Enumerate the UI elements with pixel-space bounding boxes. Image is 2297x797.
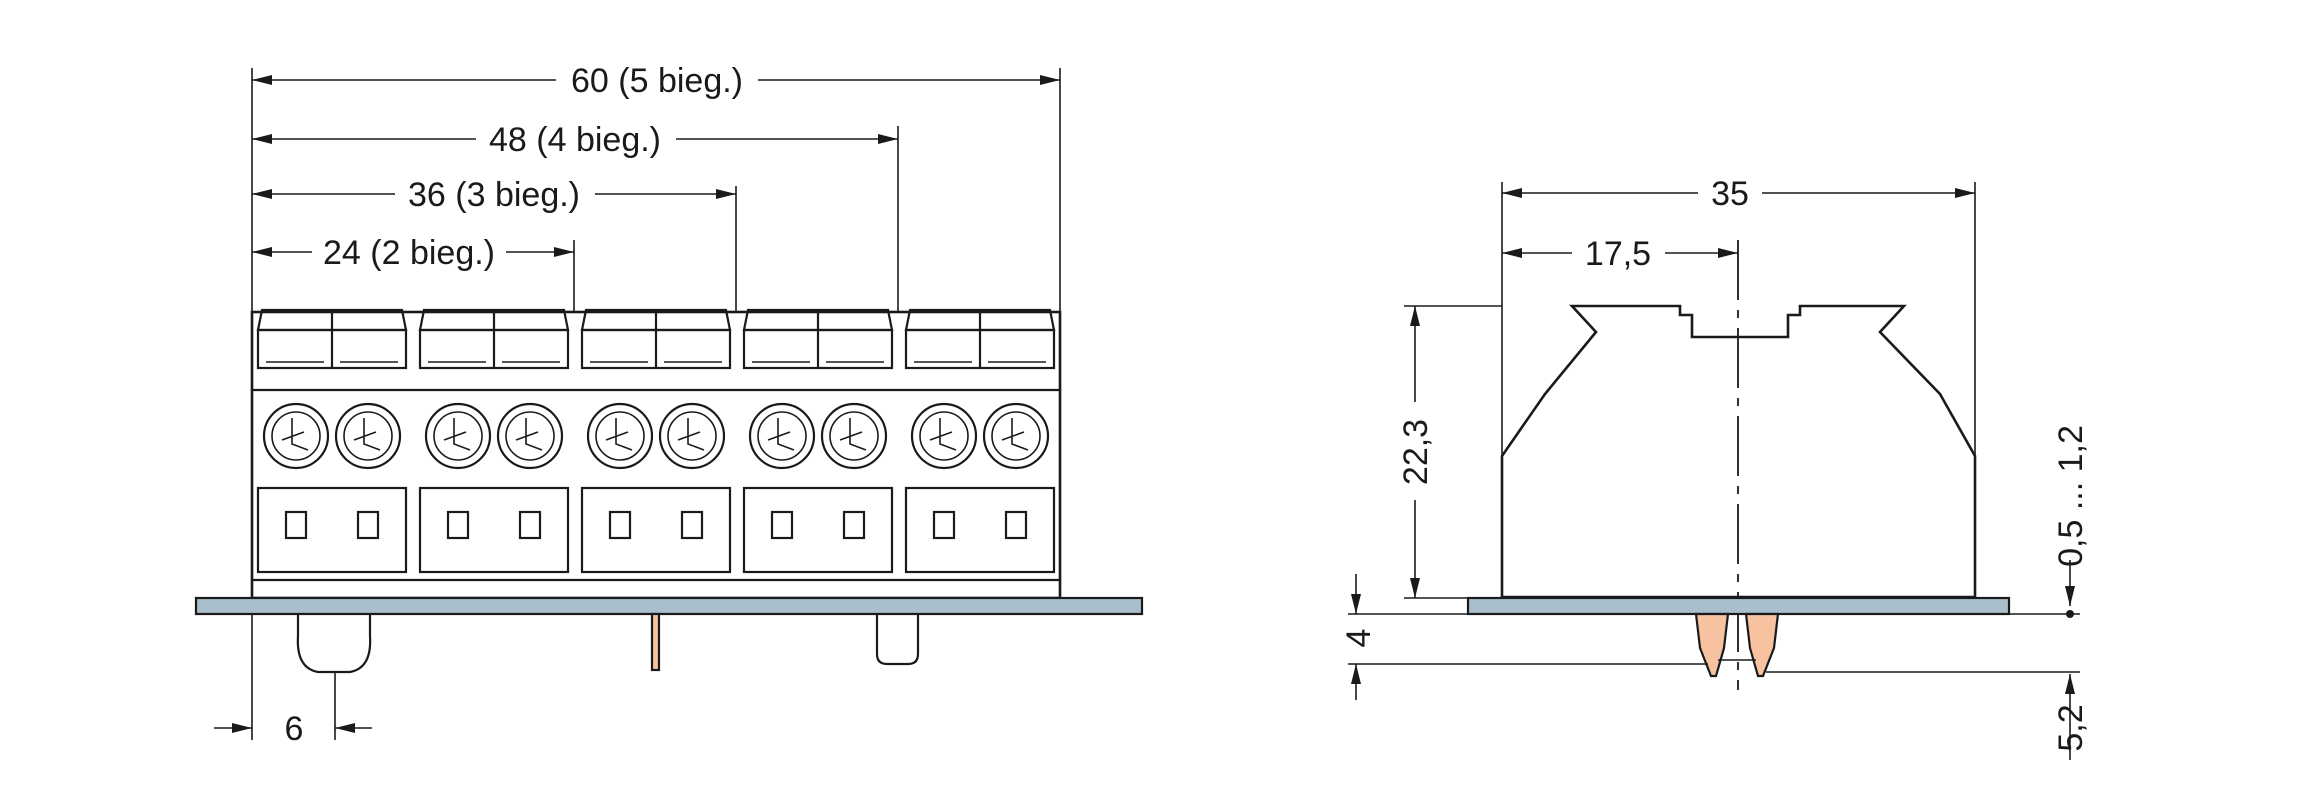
dimension-pitch: 6 [214,614,372,748]
screw-slot [839,418,867,451]
screw-icon [343,411,393,461]
mounting-foot [296,614,372,674]
screw-outer [586,402,654,470]
pitch-label: 6 [285,710,304,748]
dimension-36-label: 36 (3 bieg.) [408,176,580,214]
module-wire-block [256,486,408,574]
screw-icon [757,411,807,461]
dimension-48-label: 48 (4 bieg.) [489,121,661,159]
front-view: 60 (5 bieg.) 48 (4 bieg.) 36 (3 bieg.) 2… [194,62,1144,748]
wire-entry [518,510,542,540]
half-width-label: 17,5 [1585,235,1651,273]
dimension-48: 48 (4 bieg.) [252,121,898,159]
module-lever-block [418,328,570,370]
screw-outer [910,402,978,470]
module-lever-block [742,328,894,370]
height-label: 22,3 [1397,419,1435,485]
screw-icon [433,411,483,461]
screw-icon [667,411,717,461]
screw-outer [982,402,1050,470]
screw-outer [658,402,726,470]
dimension-5-2: 5,2 [1766,671,2090,760]
pin-length-label: 5,2 [2052,704,2090,751]
screw-slot [353,418,381,451]
din-rail-front [194,596,1144,616]
dimension-60-label: 60 (5 bieg.) [571,62,743,100]
wire-entry [608,510,632,540]
wire-entry [284,510,308,540]
screw-slot [443,418,471,451]
screw-slot [677,418,705,451]
terminal-block [250,308,1062,600]
dimension-4: 4 [1340,574,1708,700]
module-wire-block [580,486,732,574]
module-wire-block [904,486,1056,574]
dimension-24: 24 (2 bieg.) [252,234,574,272]
screw-icon [595,411,645,461]
locating-peg [875,614,920,666]
wire-entry [1004,510,1028,540]
pcb-thickness-label: 0,5 ... 1,2 [2052,425,2090,567]
rail-thickness-label: 4 [1340,629,1378,648]
module-lever-block [904,328,1056,370]
pcb-pin-front [650,612,661,672]
screw-slot [1001,418,1029,451]
screw-slot [515,418,543,451]
screw-slot [281,418,309,451]
screw-outer [496,402,564,470]
width-label: 35 [1711,175,1749,213]
pcb-pin-left [1694,612,1730,678]
extension-lines [251,68,1061,318]
screw-slot [605,418,633,451]
screw-outer [334,402,402,470]
screw-slot [929,418,957,451]
dimension-36: 36 (3 bieg.) [252,176,736,214]
screw-outer [820,402,888,470]
screw-icon [271,411,321,461]
din-rail-side [1466,596,2011,616]
screw-icon [829,411,879,461]
module-lever-block [580,328,732,370]
screw-icon [991,411,1041,461]
screw-icon [505,411,555,461]
screw-outer [424,402,492,470]
dimension-60: 60 (5 bieg.) [252,62,1060,100]
module-wire-block [742,486,894,574]
dimension-22-3: 22,3 [1397,306,1435,598]
terminal-modules [256,308,1056,574]
wire-entry [932,510,956,540]
dimension-pcb-thickness: 0,5 ... 1,2 [2009,425,2090,618]
module-wire-block [418,486,570,574]
dimension-17-5: 17,5 [1502,235,1738,273]
screw-outer [748,402,816,470]
screw-outer [262,402,330,470]
dimension-24-label: 24 (2 bieg.) [323,234,495,272]
wire-entry [356,510,380,540]
side-view: 35 17,5 22,3 4 [1340,175,2090,760]
wire-entry [842,510,866,540]
wire-entry [680,510,704,540]
wire-entry [446,510,470,540]
dimension-35: 35 [1502,175,1975,213]
pcb-pin-right [1744,612,1780,678]
screw-slot [767,418,795,451]
module-lever-block [256,328,408,370]
wire-entry [770,510,794,540]
screw-icon [919,411,969,461]
